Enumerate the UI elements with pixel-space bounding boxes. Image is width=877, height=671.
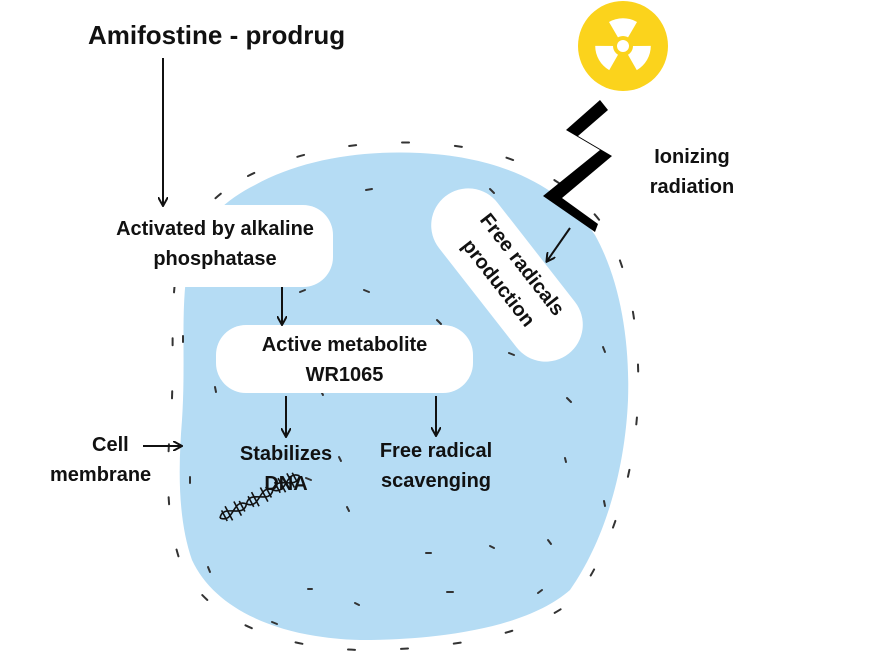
scavenging-line-1: Free radical [379, 440, 493, 462]
cell-interior-dashes [182, 188, 606, 625]
free-radicals-box [431, 188, 583, 362]
diagram-title: Amifostine - prodrug [88, 20, 346, 50]
activation-label: Activated by alkaline phosphatase [96, 214, 334, 274]
ionizing-line-2: radiation [649, 176, 735, 198]
ionizing-line-1: Ionizing [654, 146, 730, 168]
stabilizes-dna-line-1: Stabilizes [239, 443, 333, 465]
cell-membrane-label: Cell membrane [50, 430, 174, 490]
active-metabolite-label: Active metabolite WR1065 [216, 330, 473, 390]
stabilizes-dna-label: Stabilizes DNA [216, 439, 356, 499]
arrow-radiation-to-free-radicals [547, 227, 571, 261]
free-radical-scavenging-label: Free radical scavenging [366, 436, 506, 496]
activation-line-2: phosphatase [153, 248, 277, 270]
cell-membrane-line-2: membrane [50, 464, 152, 486]
ionizing-radiation-label: Ionizing radiation [632, 142, 752, 202]
dna-helix-icon [219, 472, 301, 522]
lightning-bolt-icon [543, 100, 612, 232]
cell-membrane-line-1: Cell [92, 434, 129, 456]
activation-line-1: Activated by alkaline [116, 218, 314, 240]
active-metabolite-box [216, 325, 473, 393]
active-metabolite-line-1: Active metabolite [261, 334, 428, 356]
activation-box [95, 205, 333, 287]
radiation-hazard-icon [578, 1, 668, 91]
scavenging-line-2: scavenging [380, 470, 492, 492]
stabilizes-dna-line-2: DNA [264, 473, 308, 495]
active-metabolite-line-2: WR1065 [305, 364, 384, 386]
